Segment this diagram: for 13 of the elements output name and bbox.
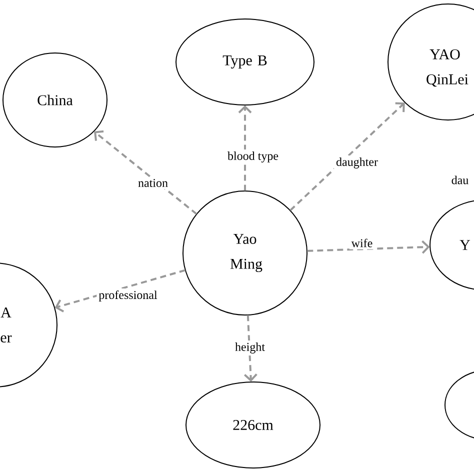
- arrow: [290, 102, 405, 212]
- edge-label: blood type: [226, 150, 280, 164]
- edge-label: nation: [136, 176, 170, 190]
- arrow: [54, 269, 186, 312]
- arrow: [238, 105, 252, 191]
- cut-off-label: dau: [452, 176, 468, 184]
- arrow: [94, 130, 198, 215]
- arrow: [244, 315, 258, 382]
- arrow: [307, 240, 430, 254]
- edge-label: wife: [349, 236, 375, 250]
- edge-label: height: [233, 340, 267, 356]
- edge-label: daughter: [334, 156, 380, 170]
- edge-label: professional: [96, 288, 160, 304]
